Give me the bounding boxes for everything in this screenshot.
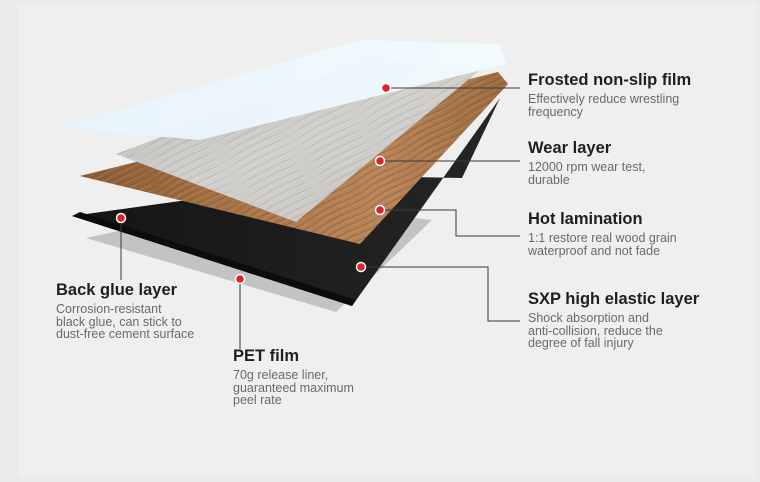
label-frosted-film: Frosted non-slip film Effectively reduce… — [528, 71, 691, 118]
label-title: Back glue layer — [56, 281, 178, 299]
label-hot-lamination: Hot lamination 1:1 restore real wood gra… — [528, 210, 677, 257]
label-desc-line: anti-collision, reduce the — [528, 323, 663, 338]
label-desc-line: Shock absorption and — [528, 311, 649, 325]
label-desc-line: degree of fall injury — [528, 336, 634, 350]
label-title: PET film — [233, 347, 300, 365]
leader-sxp — [361, 266, 520, 322]
label-desc-line: frequency — [528, 104, 583, 119]
marker-lamination — [374, 204, 386, 216]
back-glue-edge — [72, 212, 356, 306]
label-desc-line: waterproof and not fade — [528, 243, 661, 258]
label-desc-line: 70g release liner, — [233, 368, 329, 382]
marker-pet — [234, 273, 246, 285]
label-title: Frosted non-slip film — [528, 71, 692, 89]
label-desc-line: 12000 rpm wear test, — [528, 160, 646, 174]
label-pet-film: PET film 70g release liner, guaranteed m… — [233, 347, 354, 407]
label-desc-line: Corrosion-resistant — [56, 302, 162, 316]
label-back-glue: Back glue layer Corrosion-resistant blac… — [56, 281, 194, 341]
label-title: SXP high elastic layer — [528, 290, 700, 308]
label-desc-line: Effectively reduce wrestling — [528, 92, 680, 106]
leader-lamination — [380, 209, 520, 237]
label-desc-line: 1:1 restore real wood grain — [528, 231, 677, 245]
label-wear-layer: Wear layer 12000 rpm wear test, durable — [528, 139, 645, 186]
marker-sxp — [355, 261, 367, 273]
wear-grain-texture — [116, 58, 480, 222]
marker-frosted — [380, 82, 392, 94]
marker-backglue — [115, 212, 127, 224]
label-desc-line: guaranteed maximum — [233, 380, 354, 395]
label-title: Wear layer — [528, 139, 612, 157]
label-title: Hot lamination — [528, 210, 643, 228]
frosted-film-layer — [56, 40, 506, 140]
label-desc-line: durable — [528, 172, 570, 187]
label-sxp-layer: SXP high elastic layer Shock absorption … — [528, 290, 699, 350]
marker-wear — [374, 155, 386, 167]
label-desc-line: dust-free cement surface — [56, 327, 195, 341]
label-desc-line: black glue, can stick to — [56, 314, 182, 329]
label-desc-line: peel rate — [233, 393, 282, 407]
